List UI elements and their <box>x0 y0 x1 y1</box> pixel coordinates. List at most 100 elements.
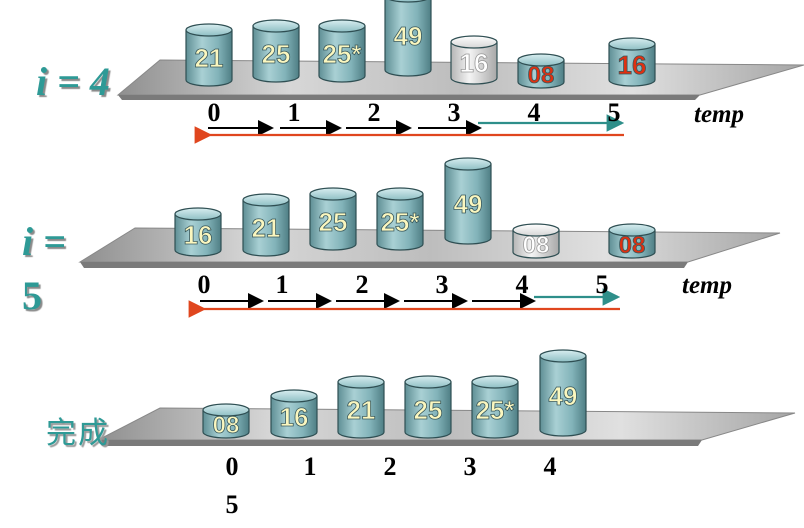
stage-2-label-line1: i = <box>22 219 66 264</box>
index-label: 0 <box>197 270 211 299</box>
cylinder-normal: 16 <box>270 389 318 439</box>
cylinder-normal: 25* <box>376 187 424 251</box>
index-label: 0 <box>207 98 221 127</box>
cylinder-body <box>608 229 656 259</box>
cylinder-cap <box>376 187 424 201</box>
cylinder-value: 08 <box>528 62 555 89</box>
cylinder-cap <box>270 389 318 403</box>
cylinder-value: 16 <box>280 402 309 432</box>
arrows-stage-2 <box>188 288 621 318</box>
cylinder-normal: 49 <box>539 349 587 437</box>
cylinder-value: 16 <box>460 48 489 78</box>
index-label: 2 <box>355 270 369 299</box>
index-label: 1 <box>275 270 289 299</box>
cylinder-value: 25 <box>262 39 291 69</box>
cylinder-body <box>242 199 290 257</box>
cylinder-normal: 25 <box>404 375 452 439</box>
cylinder-body <box>318 25 366 83</box>
cylinder-value: 25* <box>322 39 362 69</box>
index-label: 5 <box>595 270 609 299</box>
index-label: 2 <box>383 452 397 481</box>
cylinder-body <box>384 0 432 77</box>
cylinder-cap <box>318 19 366 33</box>
temp-label: temp <box>694 101 744 128</box>
cylinder-body <box>202 409 250 439</box>
stage-3-label: 完成 <box>46 416 110 451</box>
cylinder-value: 25* <box>380 207 420 237</box>
cylinder-value: 16 <box>618 50 647 80</box>
cylinder-normal: 49 <box>384 0 432 77</box>
cylinder-value: 21 <box>347 395 376 425</box>
index-label: 3 <box>463 452 477 481</box>
cylinder-body <box>337 381 385 439</box>
cylinder-highlight: 16 <box>608 37 656 87</box>
cylinder-body <box>444 163 492 245</box>
cylinder-body <box>608 43 656 87</box>
cylinder-normal: 21 <box>242 193 290 257</box>
index-label: 2 <box>367 98 381 127</box>
temp-label: temp <box>682 272 732 299</box>
cylinder-value: 08 <box>523 232 550 259</box>
cylinder-value: 25 <box>319 207 348 237</box>
cylinder-value: 25* <box>475 395 515 425</box>
cylinder-body <box>185 29 233 87</box>
stage-2-label-line2: 5 <box>22 273 42 318</box>
cylinder-normal: 16 <box>174 207 222 257</box>
cylinder-cap <box>444 157 492 171</box>
index-label: 4 <box>543 452 557 481</box>
cylinder-normal: 25 <box>252 19 300 83</box>
cylinder-cap <box>309 187 357 201</box>
cylinder-body <box>376 193 424 251</box>
cylinder-body <box>539 355 587 437</box>
stage-1-label: i = 4 <box>36 59 110 104</box>
cylinder-body <box>270 395 318 439</box>
cylinder-body <box>512 229 560 259</box>
index-label: 4 <box>527 98 541 127</box>
cylinder-normal: 21 <box>185 23 233 87</box>
cylinder-cap <box>252 19 300 33</box>
cylinder-cap <box>174 207 222 221</box>
cylinder-highlight: 08 <box>608 223 656 259</box>
cylinder-faded: 08 <box>512 223 560 259</box>
index-label: 5 <box>225 490 239 519</box>
cylinder-faded: 16 <box>450 35 498 85</box>
cylinder-value: 25 <box>414 395 443 425</box>
cylinder-cap <box>337 375 385 389</box>
cylinder-cap <box>450 35 498 49</box>
cylinder-body <box>471 381 519 439</box>
cylinder-cap <box>388 0 428 3</box>
cylinder-cap <box>202 403 250 417</box>
cylinder-normal: 25* <box>318 19 366 83</box>
cylinder-body <box>174 213 222 257</box>
index-label: 4 <box>515 270 529 299</box>
cylinder-value: 49 <box>549 381 578 411</box>
cylinder-body <box>404 381 452 439</box>
index-label: 0 <box>225 452 239 481</box>
cylinder-value: 21 <box>195 43 224 73</box>
cylinder-value: 49 <box>394 21 423 51</box>
index-label: 1 <box>287 98 301 127</box>
cylinder-normal: 25* <box>471 375 519 439</box>
cylinder-cap <box>185 23 233 37</box>
cylinder-value: 08 <box>619 232 646 259</box>
index-label: 3 <box>447 98 461 127</box>
cylinder-cap <box>471 375 519 389</box>
cylinder-body <box>517 59 565 89</box>
arrows-stage-1 <box>194 114 625 144</box>
cylinder-cap <box>539 349 587 363</box>
cylinder-value: 16 <box>184 220 213 250</box>
cylinder-normal: 08 <box>202 403 250 439</box>
cylinder-cap <box>512 223 560 237</box>
cylinder-cap <box>517 53 565 67</box>
cylinder-body <box>252 25 300 83</box>
cylinder-value: 49 <box>454 189 483 219</box>
cylinder-normal: 21 <box>337 375 385 439</box>
cylinder-body <box>309 193 357 251</box>
index-label: 1 <box>303 452 317 481</box>
cylinder-normal: 25 <box>309 187 357 251</box>
cylinder-body <box>450 41 498 85</box>
cylinder-value: 08 <box>213 412 240 439</box>
cylinder-cap <box>242 193 290 207</box>
